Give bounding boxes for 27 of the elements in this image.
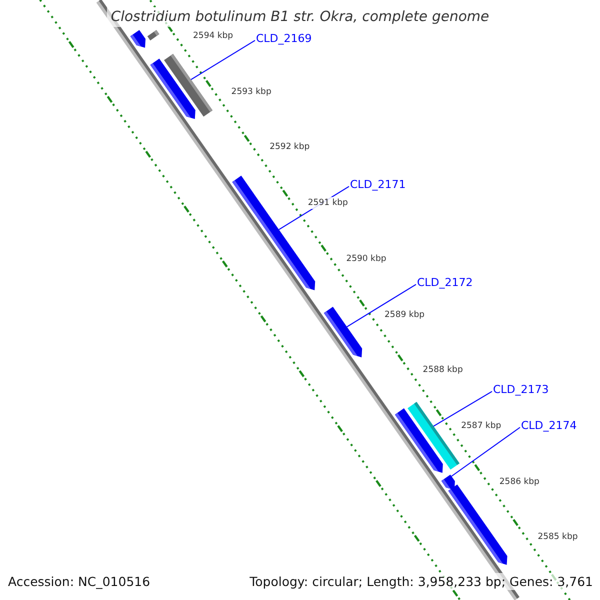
gene-block <box>441 474 455 490</box>
tick-label: 2588 kbp <box>422 364 463 376</box>
tick-label: 2590 kbp <box>346 252 386 265</box>
genome-summary-text: Topology: circular; Length: 3,958,233 bp; Genes: 3,761 <box>250 573 593 590</box>
tick-label: 2594 kbp <box>193 30 234 42</box>
gene-block <box>394 408 443 473</box>
gene-label: CLD_2169 <box>256 32 312 46</box>
leader-line <box>451 426 520 477</box>
tick-label: 2591 kbp <box>308 197 348 210</box>
gene-label: CLD_2174 <box>521 419 577 433</box>
gene-bar <box>147 30 160 40</box>
tick-label: 2586 kbp <box>499 476 540 488</box>
leader-line <box>433 390 492 427</box>
tick-label: 2592 kbp <box>270 141 310 154</box>
tick-label: 2585 kbp <box>538 531 578 544</box>
gene-bar <box>164 54 213 117</box>
tick-label: 2587 kbp <box>461 420 502 432</box>
gene-block <box>448 484 508 565</box>
gene-block <box>324 306 362 358</box>
tick-label: 2589 kbp <box>384 308 425 320</box>
tick-label: 2593 kbp <box>231 86 272 98</box>
gene-label: CLD_2173 <box>493 383 549 397</box>
leader-line <box>190 40 256 80</box>
leader-line <box>346 284 416 328</box>
gene-label: CLD_2171 <box>350 178 406 192</box>
gene-label: CLD_2172 <box>417 276 473 290</box>
gene-block <box>130 30 146 48</box>
